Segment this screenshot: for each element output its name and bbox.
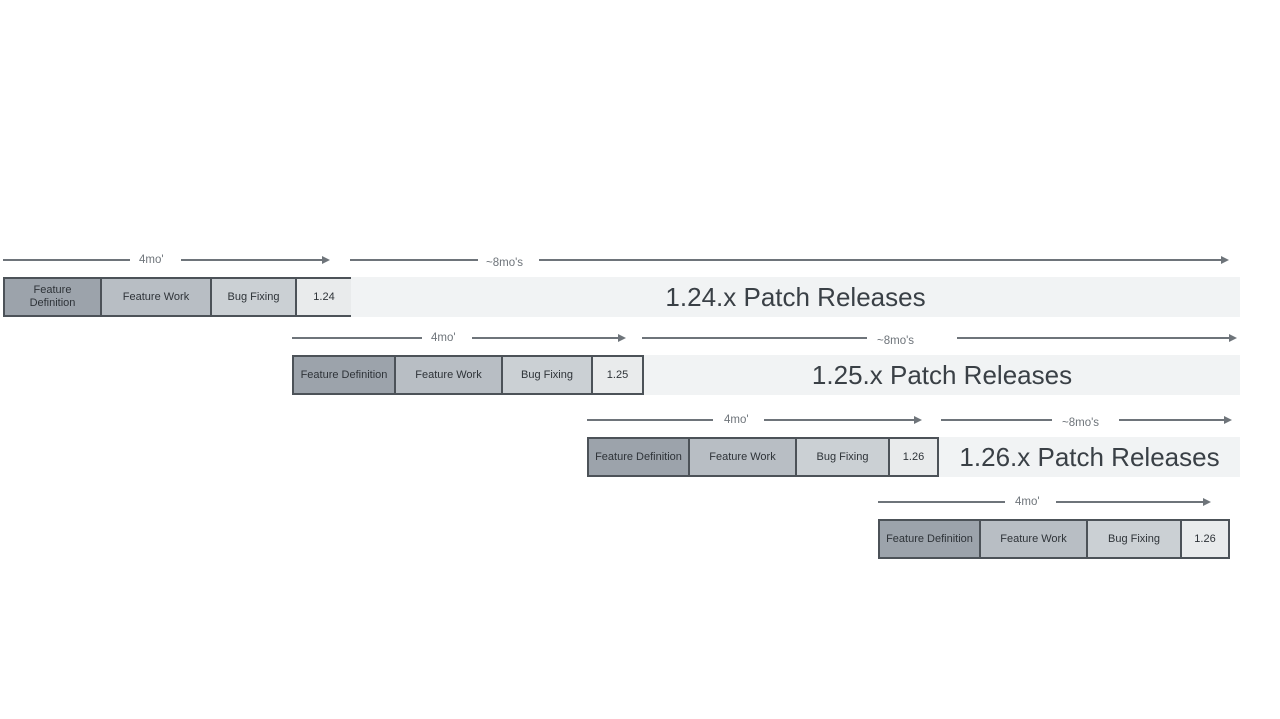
dev-cycle-arrow-label: 4mo' [431, 332, 456, 344]
phase-label: Feature Work [415, 368, 482, 381]
phase-box-feature-work: Feature Work [100, 277, 212, 317]
phase-label: Feature Work [1000, 532, 1067, 545]
arrow-line [350, 259, 478, 261]
phase-label: Bug Fixing [816, 450, 869, 463]
arrow-line [642, 337, 867, 339]
arrowhead-icon [618, 334, 626, 342]
phase-label: Bug Fixing [1108, 532, 1160, 545]
release-cycle-strip: Feature Definition Feature Work Bug Fixi… [587, 437, 939, 477]
release-cycle-strip: Feature Definition Feature Work Bug Fixi… [3, 277, 353, 317]
phase-box-bug-fixing: Bug Fixing [210, 277, 297, 317]
arrow-line [181, 259, 322, 261]
phase-label: Feature Definition [29, 284, 76, 309]
arrow-line [587, 419, 713, 421]
arrow-line [764, 419, 916, 421]
version-label: 1.26 [1194, 532, 1216, 545]
phase-box-feature-work: Feature Work [979, 519, 1088, 559]
arrow-line [292, 337, 422, 339]
patch-support-arrow-label: ~8mo's [877, 335, 915, 347]
dev-cycle-arrow-label: 4mo' [139, 254, 164, 266]
phase-label: Feature Definition [595, 450, 682, 463]
patch-support-arrow-label: ~8mo's [1062, 417, 1100, 429]
phase-label: Bug Fixing [227, 290, 280, 303]
arrowhead-icon [1203, 498, 1211, 506]
arrow-line [1119, 419, 1226, 421]
arrow-line [957, 337, 1230, 339]
arrow-line [941, 419, 1052, 421]
arrow-line [472, 337, 618, 339]
version-box: 1.24 [295, 277, 353, 317]
phase-box-feature-definition: Feature Definition [878, 519, 981, 559]
version-label: 1.24 [313, 290, 335, 303]
arrowhead-icon [1221, 256, 1229, 264]
phase-box-feature-definition: Feature Definition [587, 437, 690, 477]
phase-label: Bug Fixing [521, 368, 573, 381]
patch-releases-label: 1.26.x Patch Releases [959, 441, 1220, 472]
arrow-line [878, 501, 1005, 503]
phase-box-feature-work: Feature Work [688, 437, 797, 477]
dev-cycle-arrow-label: 4mo' [1015, 496, 1040, 508]
patch-releases-bar: 1.25.x Patch Releases [644, 355, 1240, 395]
patch-releases-label: 1.24.x Patch Releases [665, 281, 926, 312]
dev-cycle-arrow-label: 4mo' [724, 414, 749, 426]
phase-box-feature-definition: Feature Definition [292, 355, 396, 395]
arrow-line [3, 259, 130, 261]
phase-box-bug-fixing: Bug Fixing [501, 355, 593, 395]
patch-releases-label: 1.25.x Patch Releases [811, 359, 1073, 390]
version-box: 1.26 [888, 437, 939, 477]
phase-label: Feature Work [709, 450, 776, 463]
patch-support-arrow-label: ~8mo's [486, 257, 524, 269]
patch-releases-bar: 1.24.x Patch Releases [351, 277, 1240, 317]
phase-box-feature-definition: Feature Definition [3, 277, 102, 317]
phase-label: Feature Definition [300, 368, 388, 381]
phase-box-feature-work: Feature Work [394, 355, 503, 395]
version-label: 1.25 [606, 368, 629, 381]
arrowhead-icon [914, 416, 922, 424]
arrowhead-icon [1229, 334, 1237, 342]
version-box: 1.25 [591, 355, 644, 395]
patch-releases-bar: 1.26.x Patch Releases [939, 437, 1240, 477]
release-cycle-strip: Feature Definition Feature Work Bug Fixi… [292, 355, 644, 395]
arrow-line [539, 259, 1222, 261]
version-label: 1.26 [902, 450, 925, 463]
phase-box-bug-fixing: Bug Fixing [795, 437, 890, 477]
phase-label: Feature Definition [886, 532, 973, 545]
phase-label: Feature Work [122, 290, 190, 303]
arrowhead-icon [322, 256, 330, 264]
phase-box-bug-fixing: Bug Fixing [1086, 519, 1182, 559]
version-box: 1.26 [1180, 519, 1230, 559]
arrow-line [1056, 501, 1205, 503]
release-cycle-strip: Feature Definition Feature Work Bug Fixi… [878, 519, 1230, 559]
arrowhead-icon [1224, 416, 1232, 424]
